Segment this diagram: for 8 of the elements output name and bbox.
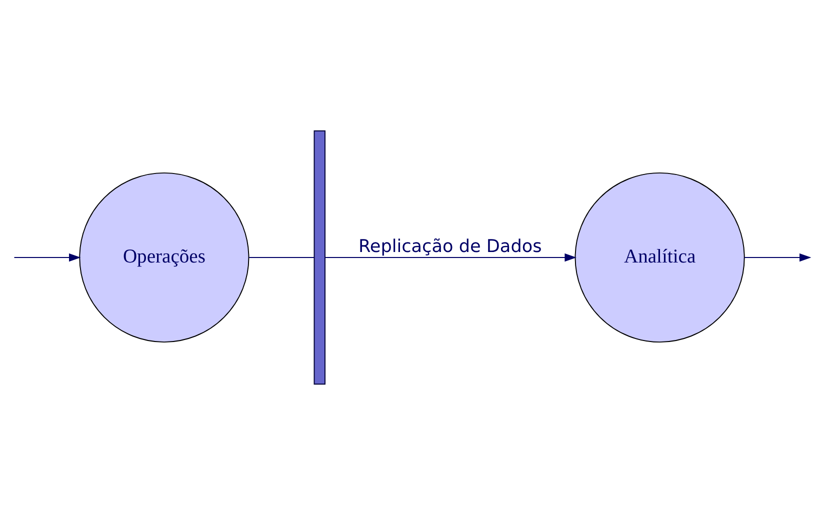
node-bar (314, 130, 326, 385)
arrow (14, 253, 81, 262)
connector (248, 257, 315, 258)
edge-label: Replicação de Dados (358, 237, 542, 258)
node-circle: Operações (79, 172, 250, 343)
node-circle: Analítica (574, 172, 745, 343)
arrow (744, 253, 812, 262)
arrow (324, 253, 576, 262)
